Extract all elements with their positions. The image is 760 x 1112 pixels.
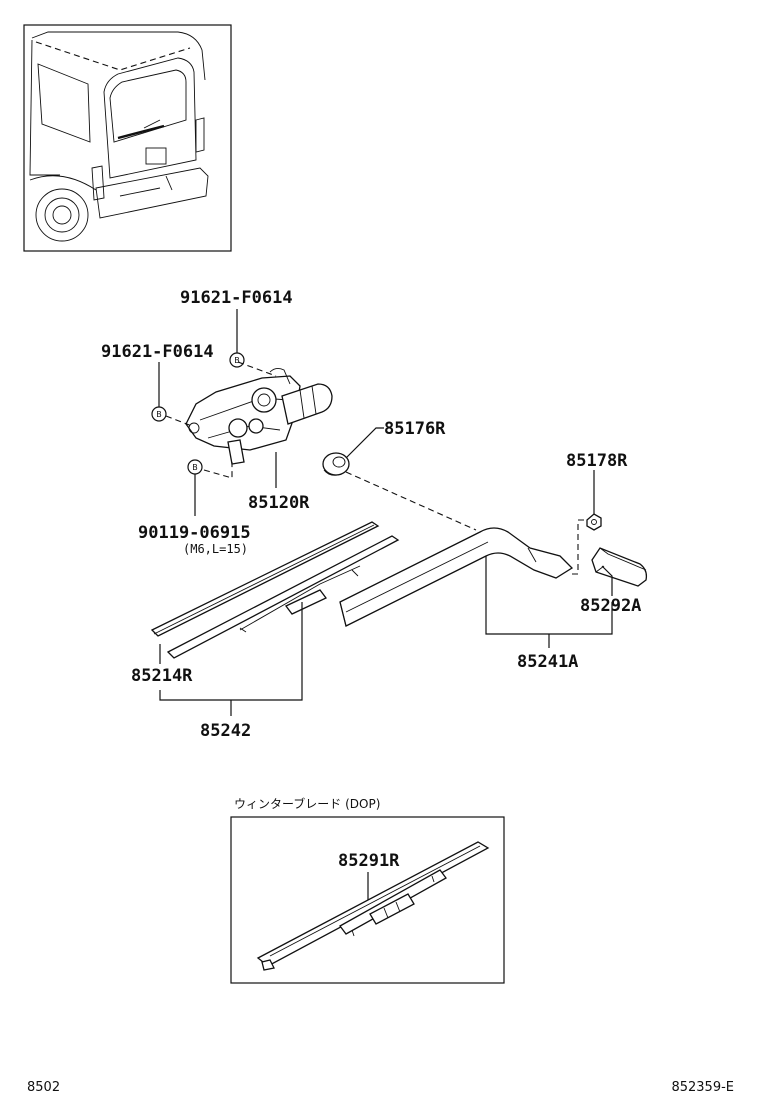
blade-rubber-illustration: [150, 521, 380, 637]
svg-text:B: B: [192, 463, 198, 472]
winter-blade-illustration: [256, 841, 490, 971]
footer-left-code: 8502: [27, 1080, 60, 1095]
wiper-arm-illustration: [339, 527, 574, 627]
label-bolt-lower: 90119-06915: [138, 523, 251, 543]
svg-text:B: B: [234, 356, 240, 365]
label-bolt-left: 91621-F0614: [101, 342, 214, 362]
label-bolt-lower-spec: (M6,L=15): [183, 542, 248, 556]
vehicle-inset: [23, 24, 232, 252]
leader-lines: [158, 309, 613, 716]
label-cover: 85292A: [580, 596, 641, 616]
bolt-marker-left: B: [151, 406, 167, 422]
label-blade-assembly: 85242: [200, 721, 251, 741]
assembly-dashed-lines: [165, 361, 584, 575]
label-bolt-upper: 91621-F0614: [180, 288, 293, 308]
label-nut: 85178R: [566, 451, 628, 471]
wiper-motor-illustration: [185, 367, 333, 465]
winter-blade-box: ウィンターブレード (DOP) 85291R: [230, 796, 505, 984]
bolt-marker-upper: B: [229, 352, 245, 368]
pivot-cap-illustration: [322, 452, 350, 476]
bolt-marker-lower: B: [187, 459, 203, 475]
footer-right-code: 852359-E: [671, 1080, 734, 1095]
nut-illustration: [586, 513, 602, 531]
label-cap: 85176R: [384, 419, 446, 439]
label-winter-blade: 85291R: [338, 851, 400, 871]
svg-text:B: B: [156, 410, 162, 419]
vehicle-rear-illustration: [29, 31, 209, 242]
winter-blade-box-title: ウィンターブレード (DOP): [234, 796, 380, 811]
blade-frame-illustration: [166, 535, 400, 659]
label-arm: 85241A: [517, 652, 578, 672]
label-motor: 85120R: [248, 493, 310, 513]
label-blade: 85214R: [131, 666, 193, 686]
pivot-cover-illustration: [591, 547, 648, 587]
